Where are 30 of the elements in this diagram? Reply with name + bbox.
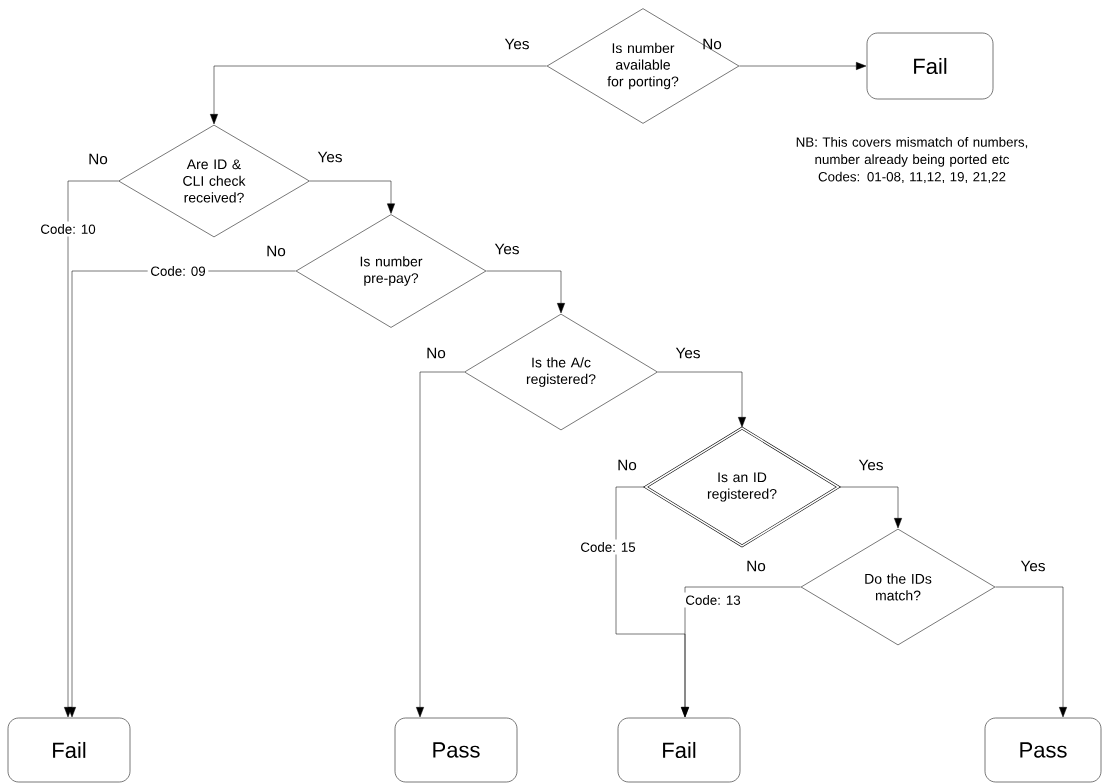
note-text: NB: This covers mismatch of numbers, number already being ported etc Codes: 01-08, 11,12, 19, 21,22 [796, 137, 1028, 184]
terminal-box: Fail [7, 717, 131, 783]
arrow [68, 270, 296, 718]
terminal-box: Fail [617, 717, 741, 783]
branch-label: Yes [504, 38, 529, 50]
branch-label: Yes [675, 347, 700, 359]
edge-label: Code: 15 [577, 539, 639, 555]
terminal-box: Pass [984, 717, 1102, 783]
arrow [681, 586, 801, 718]
arrow [486, 270, 565, 314]
branch-label: Yes [1020, 560, 1045, 572]
terminal-box: Fail [866, 32, 994, 100]
arrow [995, 586, 1067, 718]
arrow [416, 371, 465, 718]
arrow [838, 486, 902, 529]
branch-label: No [267, 245, 286, 257]
edge-label: Code: 13 [682, 592, 744, 608]
branch-label: Yes [858, 459, 883, 471]
edge-label: Code: 09 [147, 263, 209, 279]
terminal-box: Pass [394, 717, 518, 783]
branch-label: No [427, 347, 446, 359]
arrow [309, 180, 395, 214]
edge-label: Code: 10 [37, 221, 99, 237]
branch-label: No [747, 560, 766, 572]
arrow [210, 65, 547, 125]
branch-label: No [618, 459, 637, 471]
arrow [739, 62, 867, 70]
arrow [64, 180, 119, 718]
arrow [657, 371, 746, 428]
branch-label: No [703, 38, 722, 50]
